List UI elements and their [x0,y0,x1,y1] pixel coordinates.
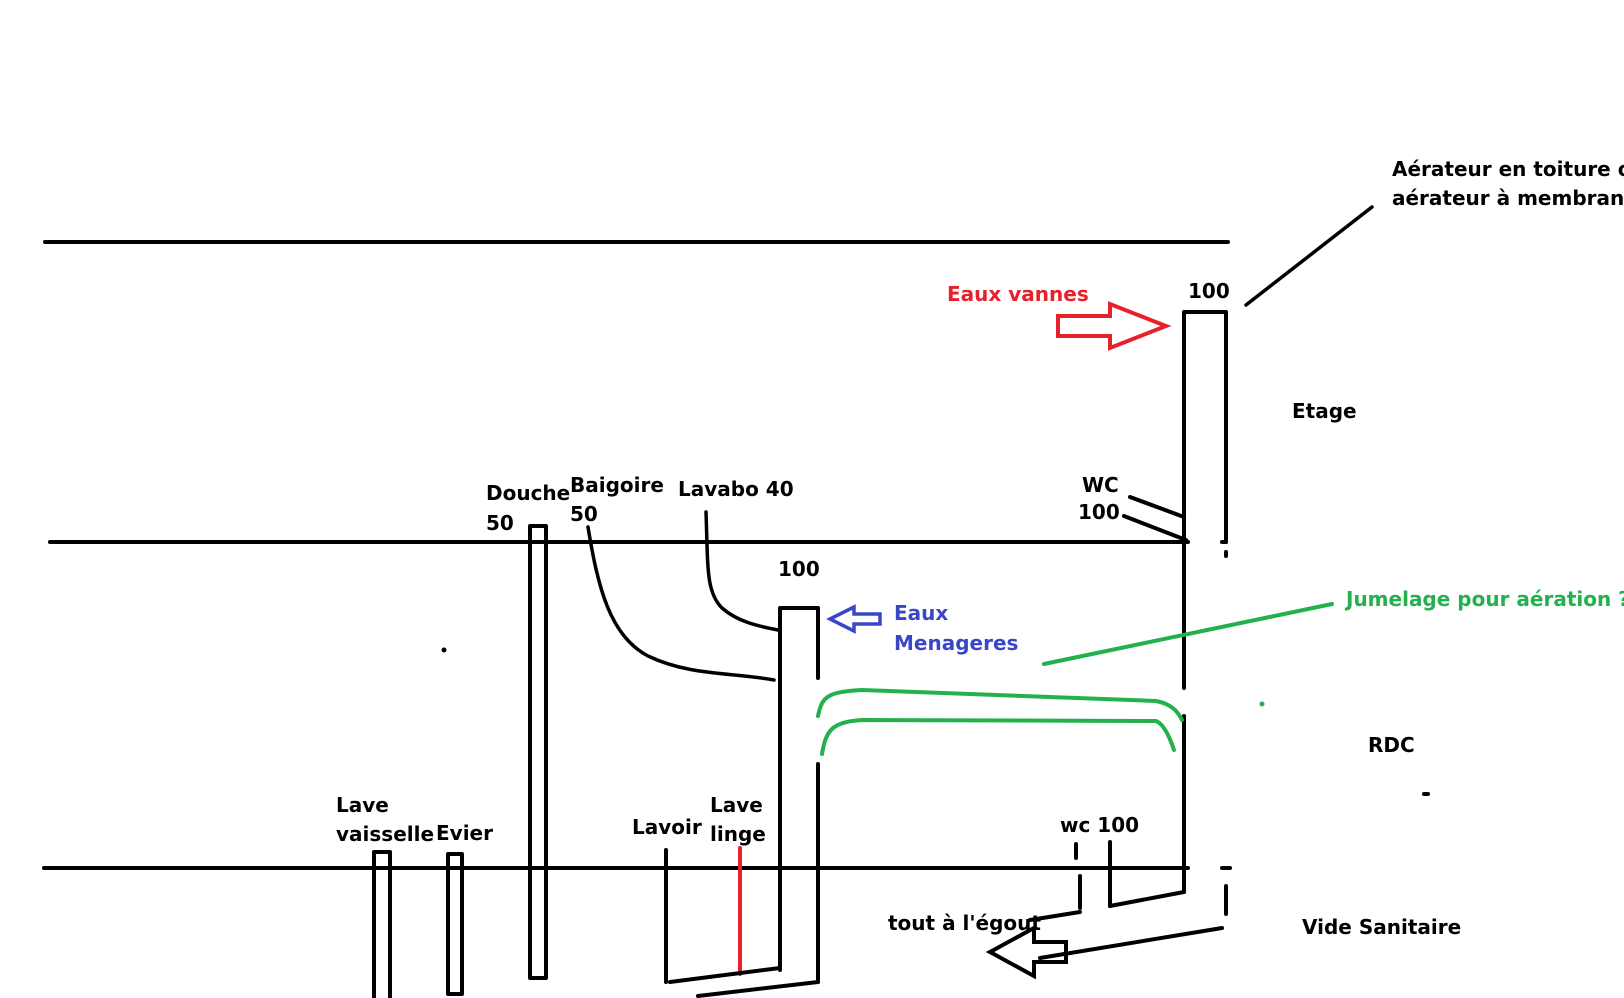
eaux-vannes-label: Eaux vannes [947,282,1089,306]
upper-wc-branch [1122,495,1188,542]
lower-wc-label: wc 100 [1060,813,1139,837]
baignoire-connection-pipe [586,525,776,682]
lave-vaisselle-label-line2: vaisselle [336,822,434,846]
stray-dot [1259,701,1265,707]
egout-outflow-arrow-icon [985,924,1068,980]
rdc-label: RDC [1368,733,1415,757]
evier-label: Evier [436,821,493,845]
secondary-stack-pipe [778,606,820,984]
egout-label: tout à l'égout [888,911,1041,935]
outflow-pipe [1028,890,1224,960]
eaux-menageres-label-line1: Eaux [894,601,948,625]
lave-linge-label-line1: Lave [710,793,763,817]
stray-dot [441,647,447,653]
aerateur-label-line1: Aérateur en toiture ou [1392,157,1624,181]
upper-wc-label-line1: WC [1082,473,1119,497]
baignoire-label-line2: 50 [570,502,598,526]
jumelage-label: Jumelage pour aération ? [1344,587,1624,611]
douche-label-line1: Douche [486,481,570,505]
upper-wc-label-line2: 100 [1078,500,1120,524]
vide-sanitaire-label: Vide Sanitaire [1302,915,1461,939]
lave-linge-label-line2: linge [710,822,766,846]
aerateur-label-line2: aérateur à membrane [1392,186,1624,210]
evier-pipe [446,852,464,996]
lavabo-connection-pipe [704,510,780,632]
lavabo-label: Lavabo 40 [678,477,794,501]
aerator-callout-line [1244,205,1374,307]
lavoir-label: Lavoir [632,815,702,839]
secondary-stack-diameter-label: 100 [778,557,820,581]
eaux-vannes-arrow-icon [1056,301,1172,351]
main-stack-diameter-label: 100 [1188,279,1230,303]
eaux-menageres-arrow-icon [826,604,882,634]
vent-twinning-pipe [816,688,1184,756]
eaux-menageres-label-line2: Menageres [894,631,1018,655]
douche-pipe [528,524,548,980]
lave-vaisselle-label-line1: Lave [336,793,389,817]
lower-wc-pipe [1074,840,1112,910]
main-stack-pipe [1182,310,1228,916]
etage-label: Etage [1292,399,1357,423]
jumelage-callout-line [1042,602,1334,666]
lave-vaisselle-pipe [372,850,392,998]
douche-label-line2: 50 [486,511,514,535]
baignoire-label-line1: Baigoire [570,473,664,497]
ground-collector-pipe [668,966,820,998]
